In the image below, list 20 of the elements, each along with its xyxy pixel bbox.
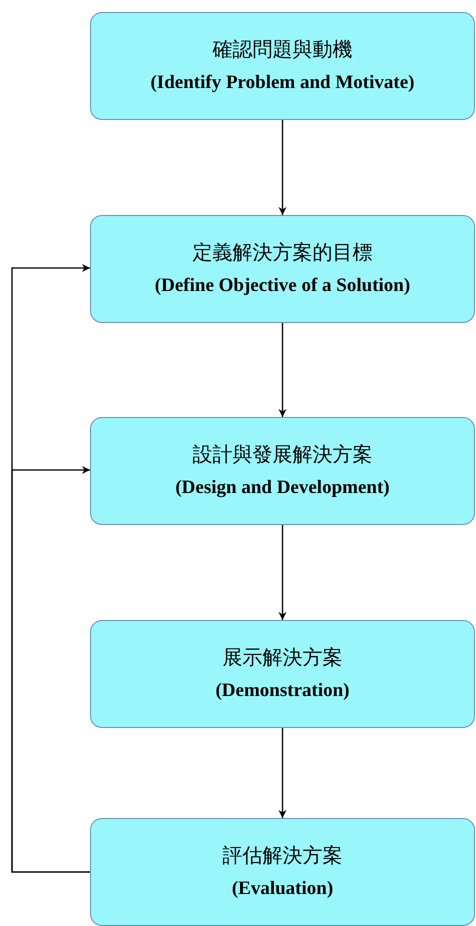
arrow [278,525,286,620]
process-box [90,818,475,926]
step-title: 確認問題與動機 [212,38,352,63]
step-title: 展示解決方案 [222,646,342,671]
process-box [90,12,475,120]
step-subtitle: (Define Objective of a Solution) [154,274,410,298]
process-box [90,620,475,728]
step-subtitle: (Evaluation) [232,876,334,901]
arrow [278,728,286,818]
process-box [90,417,475,525]
arrow [11,466,90,873]
arrow [278,120,286,215]
arrow [278,323,286,417]
step-subtitle: (Demonstration) [215,678,350,703]
step-subtitle: (Design and Development) [175,476,390,500]
step-title: 設計與發展解決方案 [192,442,372,468]
step-title: 評估解決方案 [222,844,342,869]
step-subtitle: (Identify Problem and Motivate) [150,70,415,95]
step-title: 定義解決方案的目標 [192,240,372,266]
process-box [90,215,475,323]
